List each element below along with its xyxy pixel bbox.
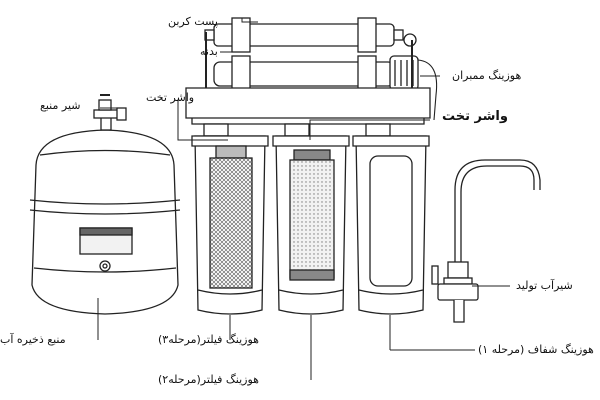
label-storage-tank: منبع ذخیره آب (0, 334, 66, 345)
post-carbon-filter (205, 18, 416, 52)
label-clear-housing-1: هوزینگ شفاف (مرحله ۱) (478, 344, 594, 355)
label-flat-washer-right: واشر تخت (442, 110, 508, 123)
label-faucet: شیرآب تولید (516, 280, 573, 291)
label-membrane-housing: هوزینگ ممبران (452, 70, 521, 81)
storage-tank (30, 130, 180, 314)
filter-housing-stage3 (192, 124, 268, 314)
label-tank-valve: شیر منبع (40, 100, 81, 111)
label-flat-washer-left: واشر تخت (146, 92, 194, 103)
label-filter-housing-3: هوزینگ فیلتر(مرحله۳) (158, 334, 259, 345)
label-post-carbon: پست کربن (168, 16, 218, 27)
clear-housing-stage1 (353, 124, 429, 314)
label-filter-housing-2: هوزینگ فیلتر(مرحله۲) (158, 374, 259, 385)
tank-valve (94, 95, 126, 130)
filter-housing-stage2 (273, 124, 349, 314)
body-plate (186, 88, 430, 124)
faucet (432, 160, 540, 322)
label-body-frame: بدنه (200, 46, 218, 57)
membrane-housing (214, 56, 418, 90)
